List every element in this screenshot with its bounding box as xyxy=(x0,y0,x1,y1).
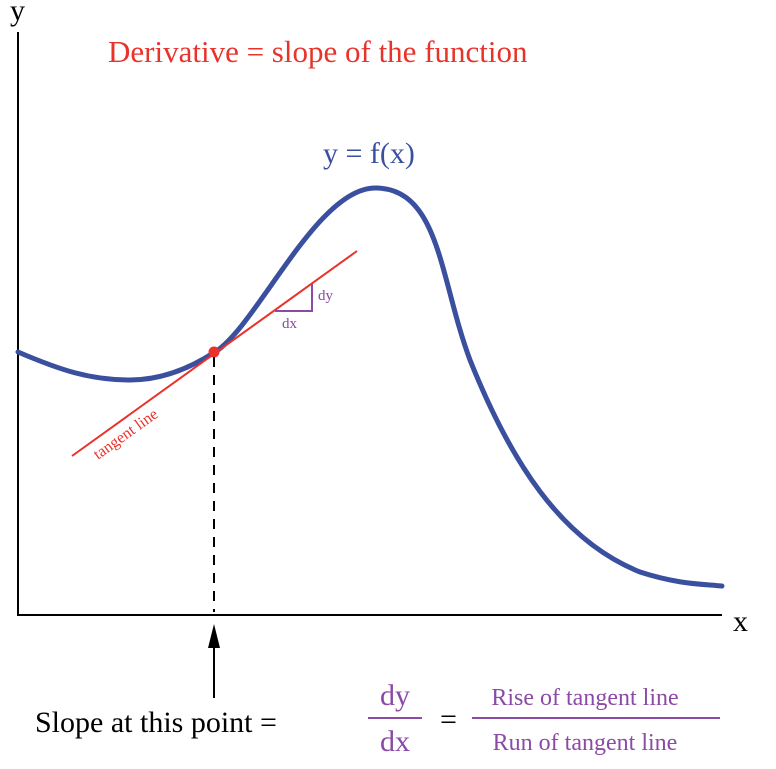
function-curve xyxy=(15,185,725,589)
formula-run: Run of tangent line xyxy=(493,730,678,756)
dy-label: dy xyxy=(318,288,334,304)
formula-numerator: dy xyxy=(380,679,410,712)
slope-triangle xyxy=(275,284,313,312)
x-axis-label: x xyxy=(733,605,748,638)
formula-denominator: dx xyxy=(380,725,410,758)
formula-equals: = xyxy=(440,703,457,736)
pointer-arrow-head xyxy=(208,624,220,648)
y-axis-label: y xyxy=(10,0,25,27)
dx-label: dx xyxy=(282,316,298,332)
formula-rise: Rise of tangent line xyxy=(491,685,678,711)
function-label: y = f(x) xyxy=(323,137,415,170)
diagram-title: Derivative = slope of the function xyxy=(108,34,528,69)
formula-lead: Slope at this point = xyxy=(35,706,277,739)
tangent-point xyxy=(208,346,220,358)
